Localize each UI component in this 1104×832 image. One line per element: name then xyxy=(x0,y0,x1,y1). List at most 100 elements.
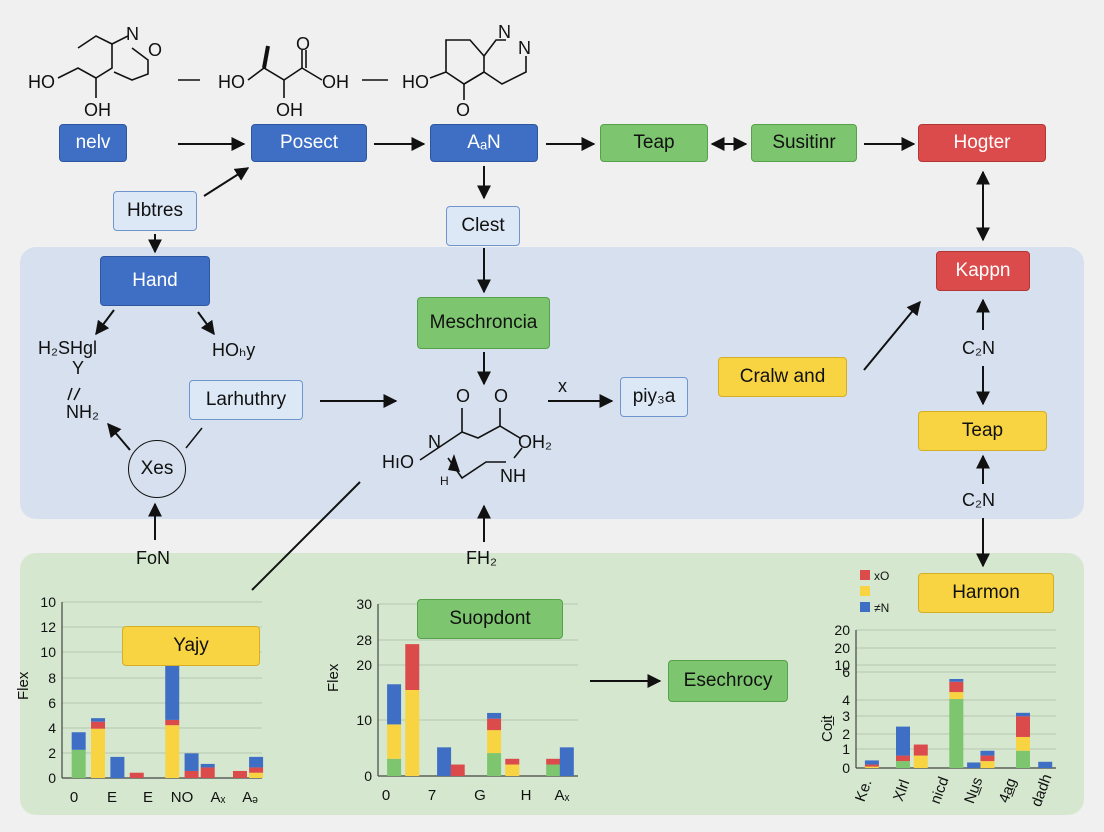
bar-segment xyxy=(405,644,420,690)
x-tick-label: 7 xyxy=(428,787,436,804)
node-kappn[interactable]: Kappn xyxy=(936,251,1030,291)
bar-segment xyxy=(864,764,879,767)
formula-label: N xyxy=(518,38,531,58)
label-x: x xyxy=(558,376,567,396)
bar-segment xyxy=(864,760,879,765)
x-tick-label: Ke. xyxy=(852,777,876,804)
formula-label: HO xyxy=(28,72,55,92)
node-larhuthry[interactable]: Larhuthry xyxy=(189,380,303,420)
bar-segment xyxy=(165,725,180,778)
formula-label: HO xyxy=(402,72,429,92)
bar-segment xyxy=(450,764,465,776)
y-tick-label: 2 xyxy=(842,726,850,742)
y-tick-label: 1 xyxy=(842,741,850,757)
bar-segment xyxy=(387,684,402,725)
node-meschroncia[interactable]: Meschroncia xyxy=(417,297,550,349)
y-tick-label: 30 xyxy=(356,596,372,612)
label-c2n-lower: C₂N xyxy=(962,490,995,510)
label-fon: FoN xyxy=(136,548,171,568)
y-axis-label: Flex xyxy=(325,663,342,692)
y-tick-label: 0 xyxy=(364,768,372,784)
legend-swatch xyxy=(860,602,870,612)
node-xes[interactable]: Xes xyxy=(128,440,186,498)
bottom-panel xyxy=(20,553,1084,815)
label-nh2: NH₂ xyxy=(66,402,99,422)
formula-label: OH xyxy=(322,72,349,92)
label-c2n-upper: C₂N xyxy=(962,338,995,358)
bar-segment xyxy=(165,719,180,726)
x-tick-label: 0 xyxy=(382,787,390,804)
formula-label: HO xyxy=(218,72,245,92)
bar-segment xyxy=(249,767,264,773)
x-tick-label: 0 xyxy=(70,789,78,806)
bar-segment xyxy=(387,724,402,759)
molecule-label: HıO xyxy=(382,452,415,472)
formula-label: OH xyxy=(84,100,111,120)
node-aan[interactable]: AₐN xyxy=(430,124,538,162)
bar-segment xyxy=(505,764,520,776)
x-tick-label: G xyxy=(474,787,486,804)
x-tick-label: Aₓ xyxy=(211,789,226,806)
legend-label: xO xyxy=(874,569,889,583)
node-harmon[interactable]: Harmon xyxy=(918,573,1054,613)
structure-formulas xyxy=(57,35,527,100)
x-tick-label: Aₓ xyxy=(555,787,570,804)
node-piysa[interactable]: piy₃a xyxy=(620,377,688,417)
x-tick-label: E xyxy=(143,789,153,806)
node-hbtres[interactable]: Hbtres xyxy=(113,191,197,231)
node-susitinr[interactable]: Susitinr xyxy=(751,124,857,162)
formula-label: N xyxy=(126,24,139,44)
y-tick-label: 0 xyxy=(842,760,850,776)
x-tick-label: E xyxy=(107,789,117,806)
node-crawl-and[interactable]: Cralw and xyxy=(718,357,847,397)
bar-segment xyxy=(91,728,106,778)
bar-segment xyxy=(896,726,910,756)
node-nelv[interactable]: nelv xyxy=(59,124,127,162)
bar-segment xyxy=(896,761,910,768)
node-hand[interactable]: Hand xyxy=(100,256,210,306)
node-hogter[interactable]: Hogter xyxy=(918,124,1046,162)
node-clest[interactable]: Clest xyxy=(446,206,520,246)
node-suopdont[interactable]: Suopdont xyxy=(417,599,563,639)
bar-segment xyxy=(249,756,264,768)
y-tick-label: 6 xyxy=(48,695,56,711)
node-esechrocy[interactable]: Esechrocy xyxy=(668,660,788,702)
molecule-label: O xyxy=(494,386,509,406)
bar-segment xyxy=(980,761,995,768)
bar-segment xyxy=(1016,736,1030,751)
bar-segment xyxy=(129,772,144,778)
y-tick-label: 20 xyxy=(356,657,372,673)
bar-segment xyxy=(980,755,995,762)
node-teap-top[interactable]: Teap xyxy=(600,124,708,162)
bar-segment xyxy=(71,749,86,778)
bar-segment xyxy=(405,690,420,776)
bar-segment xyxy=(487,730,502,754)
bar-segment xyxy=(913,744,928,756)
connector-arrows xyxy=(67,137,990,688)
bar-segment xyxy=(71,732,86,750)
molecule-label: N xyxy=(428,432,441,452)
molecule-label: O xyxy=(456,386,471,406)
bar-segment xyxy=(200,767,215,778)
y-axis-label: Flex xyxy=(15,671,32,700)
bar-segment xyxy=(437,747,452,776)
x-tick-label: Aₔ xyxy=(242,789,258,806)
bar-segment xyxy=(1016,750,1030,768)
label-h2shgl: H₂SHgl xyxy=(38,338,98,358)
node-teap-mid[interactable]: Teap xyxy=(918,411,1047,451)
bar-segment xyxy=(200,763,215,768)
bar-segment xyxy=(184,753,199,771)
y-tick-label: 20 xyxy=(834,640,850,656)
formula-label: O xyxy=(296,34,311,54)
node-yajy[interactable]: Yajy xyxy=(122,626,260,666)
bar-segment xyxy=(487,753,502,776)
legend-swatch xyxy=(860,570,870,580)
x-tick-label: H xyxy=(521,787,532,804)
bar-segment xyxy=(91,718,106,722)
bar-segment xyxy=(864,766,879,768)
node-posect[interactable]: Posect xyxy=(251,124,367,162)
bar-segment xyxy=(546,764,561,776)
